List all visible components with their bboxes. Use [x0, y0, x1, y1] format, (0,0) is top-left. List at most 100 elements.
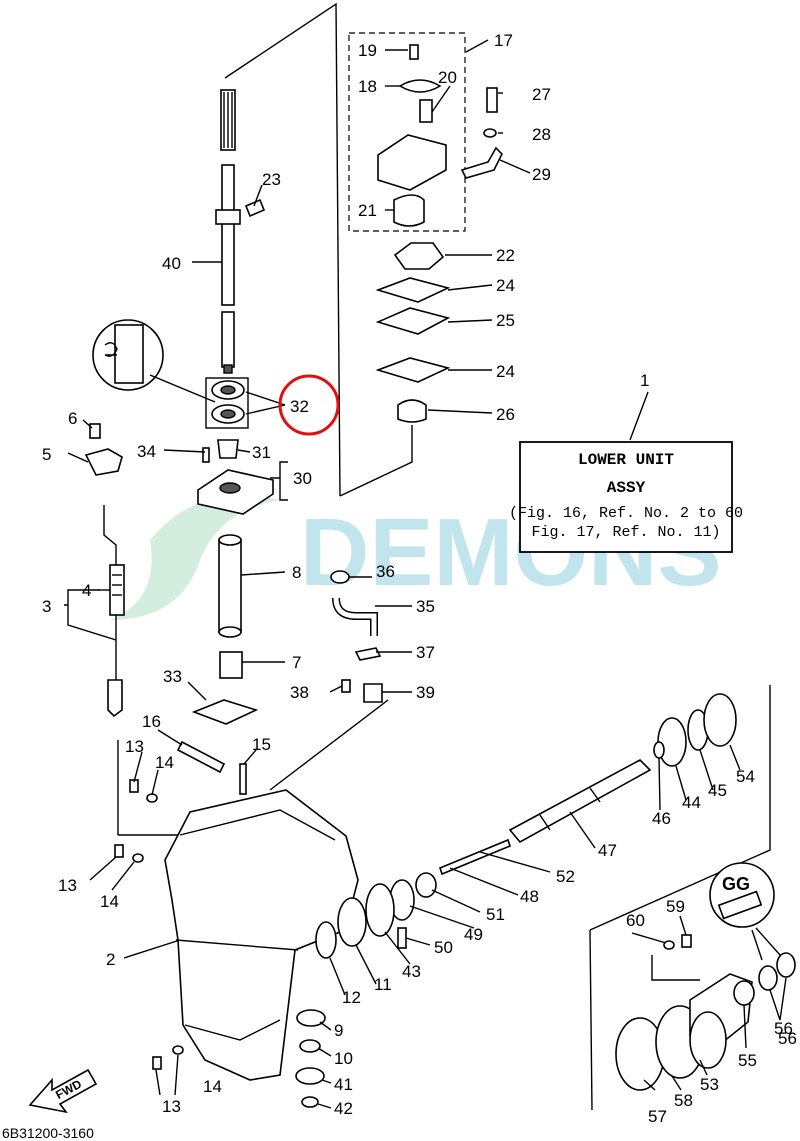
svg-text:LOWER UNIT: LOWER UNIT [578, 451, 674, 469]
gear-44 [657, 717, 687, 767]
callout-23: 23 [262, 170, 281, 189]
bearing-housing-53 [615, 973, 753, 1091]
callout-1: 1 [640, 371, 649, 390]
callout-3: 3 [42, 597, 51, 616]
callout-24-b: 24 [496, 362, 515, 381]
callout-38: 38 [290, 683, 309, 702]
frame-lines [117, 2, 771, 1111]
bolt-59 [681, 934, 692, 948]
callout-25: 25 [496, 311, 515, 330]
impeller-22 [393, 242, 445, 270]
info-box: LOWER UNIT ASSY (Fig. 16, Ref. No. 2 to … [509, 391, 743, 553]
callout-49: 49 [464, 925, 483, 944]
callout-17: 17 [494, 31, 513, 50]
clip-37 [354, 647, 382, 661]
washer-14a [146, 793, 158, 803]
callout-33: 33 [163, 667, 182, 686]
gasket-33 [191, 699, 259, 725]
gasket-24-top [375, 277, 451, 303]
callout-7: 7 [292, 653, 301, 672]
pin-15 [239, 763, 247, 795]
callout-50: 50 [434, 938, 453, 957]
callout-11: 11 [374, 975, 392, 994]
callout-36: 36 [376, 562, 395, 581]
svg-text:Fig. 17, Ref. No. 11): Fig. 17, Ref. No. 11) [531, 524, 720, 541]
callout-48: 48 [520, 887, 539, 906]
callout-60: 60 [626, 911, 645, 930]
water-pump-group-box [348, 32, 466, 232]
callout-42: 42 [334, 1099, 353, 1118]
callout-numbers: 1 2 3 4 5 6 7 8 9 10 11 12 13 13 13 14 1… [42, 31, 797, 1126]
screw-19 [409, 44, 419, 60]
svg-text:GG: GG [722, 874, 750, 894]
pump-housing [377, 134, 447, 191]
shim-10 [299, 1039, 321, 1053]
callout-41: 41 [334, 1075, 353, 1094]
callout-13-b: 13 [58, 876, 77, 895]
bolt-38 [341, 679, 351, 693]
callout-45: 45 [708, 781, 727, 800]
callout-34: 34 [137, 442, 156, 461]
callout-14-b: 14 [100, 892, 119, 911]
plate-25 [375, 307, 451, 335]
callout-59: 59 [666, 897, 685, 916]
seal-56b [776, 952, 796, 978]
bearing-54 [703, 693, 737, 747]
screw-6 [89, 423, 101, 439]
plate-5 [84, 448, 123, 476]
plunger-48 [439, 838, 511, 876]
callout-22: 22 [496, 246, 515, 265]
callout-8: 8 [292, 563, 301, 582]
callout-28: 28 [532, 125, 551, 144]
collar-20 [419, 99, 433, 123]
callout-56-a: 56 [774, 1019, 793, 1038]
callout-14-a: 14 [155, 753, 174, 772]
callout-46: 46 [652, 809, 671, 828]
callout-6: 6 [68, 409, 77, 428]
callout-20: 20 [438, 68, 457, 87]
sleeve-8 [218, 534, 242, 638]
leader-lines [64, 39, 787, 1109]
svg-text:(Fig. 16, Ref. No. 2 to 60: (Fig. 16, Ref. No. 2 to 60 [509, 505, 743, 522]
callout-19: 19 [358, 41, 377, 60]
highlight-circle-32 [278, 374, 340, 436]
callout-51: 51 [486, 905, 505, 924]
pin-34 [202, 447, 210, 463]
callout-27: 27 [532, 85, 551, 104]
callout-44: 44 [682, 793, 701, 812]
plate-29 [460, 146, 503, 179]
callout-40: 40 [162, 254, 181, 273]
insert-21 [393, 194, 425, 227]
callout-54: 54 [736, 767, 755, 786]
callout-18: 18 [358, 77, 377, 96]
shim-12 [315, 921, 337, 959]
grease-detail-circle: GG [709, 862, 781, 961]
pin-50 [397, 927, 407, 949]
callout-43: 43 [402, 962, 421, 981]
callout-15: 15 [252, 735, 271, 754]
callout-52: 52 [556, 867, 575, 886]
callout-56-b: 56 [778, 1029, 797, 1048]
callout-47: 47 [598, 841, 617, 860]
callout-37: 37 [416, 643, 435, 662]
shift-rod [103, 505, 125, 718]
callout-13-c: 13 [162, 1097, 181, 1116]
callout-21: 21 [358, 201, 377, 220]
bolt-27 [486, 87, 498, 113]
callout-16: 16 [142, 712, 161, 731]
bushing-31 [217, 439, 239, 459]
gasket-24-bottom [375, 357, 451, 383]
plate-18 [398, 79, 442, 93]
callout-24-a: 24 [496, 276, 515, 295]
washer-14b [132, 853, 144, 863]
washer-28 [483, 128, 497, 138]
bearing-9 [296, 1009, 326, 1027]
fwd-arrow: FWD [28, 1068, 98, 1114]
ring-51 [415, 872, 437, 898]
pinion-41 [295, 1067, 325, 1085]
propeller-shaft-47 [508, 759, 652, 844]
lower-case-2 [164, 789, 359, 1081]
seal-detail-circle [92, 319, 216, 403]
callout-4: 4 [82, 581, 91, 600]
